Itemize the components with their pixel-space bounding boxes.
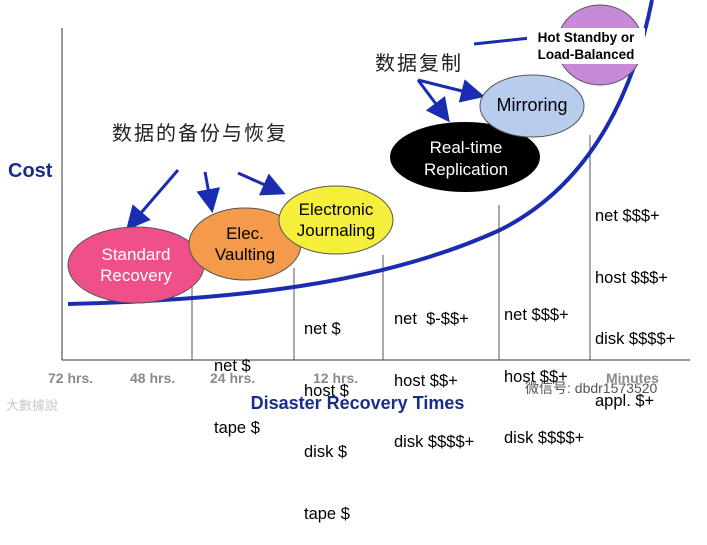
cost-column-minutes: net $$$+ host $$$+ disk $$$$+ appl. $+	[595, 207, 676, 410]
cost-column-24hrs: net $ tape $	[214, 357, 260, 437]
hot-standby-label-bg	[527, 28, 645, 64]
x-tick-label: 72 hrs.	[48, 370, 94, 386]
arrow	[126, 169, 180, 231]
diagram-graphics	[61, 0, 690, 361]
elec-vaulting-label: Elec. Vaulting	[214, 224, 276, 264]
realtime-replication-oval	[390, 122, 540, 192]
cost-curve	[67, 0, 654, 306]
arrow	[473, 36, 531, 46]
backup-restore-annotation: 数据的备份与恢复	[112, 121, 288, 145]
arrow	[416, 79, 450, 123]
x-tick-label: 12 hrs.	[313, 370, 359, 386]
watermark-right: 微信号: dbdr1573520	[525, 380, 658, 396]
cost-column-realtime: net $-$$+ host $$+ disk $$$$+	[394, 310, 475, 451]
data-replication-annotation: 数据复制	[375, 51, 463, 75]
mirroring-oval	[479, 74, 585, 138]
cost-column-mirroring: net $$$+ host $$+ disk $$$$+	[504, 306, 585, 447]
y-axis-label: Cost	[8, 160, 53, 182]
cost-column-12hrs: net $ host $ disk $ tape $	[304, 320, 350, 523]
x-axis-label: Disaster Recovery Times	[250, 393, 465, 413]
arrow	[196, 171, 220, 213]
watermark-left: 大數據說	[6, 398, 59, 413]
realtime-replication-label: Real-time Replication	[423, 138, 509, 179]
electronic-journaling-label: Electronic Journaling	[296, 200, 376, 240]
standard-recovery-label: Standard Recovery	[100, 245, 172, 285]
mirroring-label: Mirroring	[496, 95, 568, 115]
x-tick-label: 24 hrs.	[210, 370, 256, 386]
arrow	[237, 171, 286, 196]
hot-standby-label: Hot Standby or Load-Balanced	[537, 30, 635, 62]
x-tick-label: 48 hrs.	[130, 370, 176, 386]
electronic-journaling-oval	[278, 185, 394, 255]
arrow	[417, 78, 485, 103]
x-tick-label: Minutes	[606, 370, 659, 386]
